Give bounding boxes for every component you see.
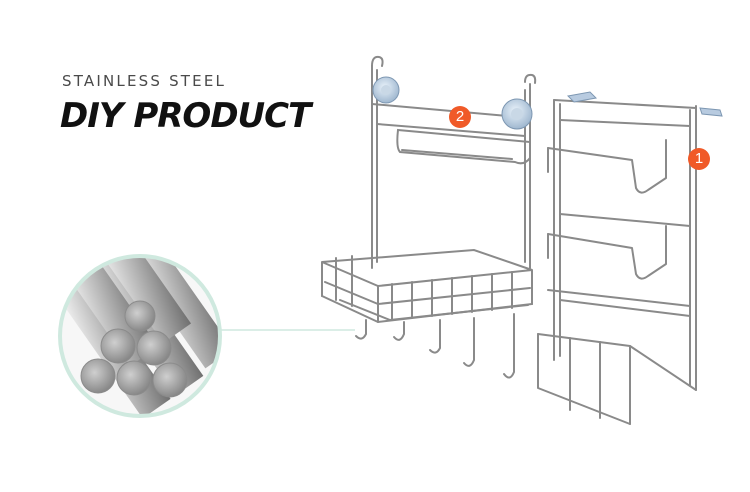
callout-badge-2: 2: [449, 106, 471, 128]
callout-badge-1: 1: [688, 148, 710, 170]
rack-2-basket-hanger: [321, 55, 537, 379]
rack-1-lid-organizer: [537, 99, 697, 425]
mount-bracket-icons: [566, 91, 723, 117]
closeup-circle-border: [58, 254, 222, 418]
subtitle: STAINLESS STEEL: [62, 72, 227, 90]
product-title: DIY PRODUCT: [60, 96, 311, 136]
steel-rods-closeup: [58, 254, 222, 418]
suction-cup-icons: [372, 76, 533, 130]
